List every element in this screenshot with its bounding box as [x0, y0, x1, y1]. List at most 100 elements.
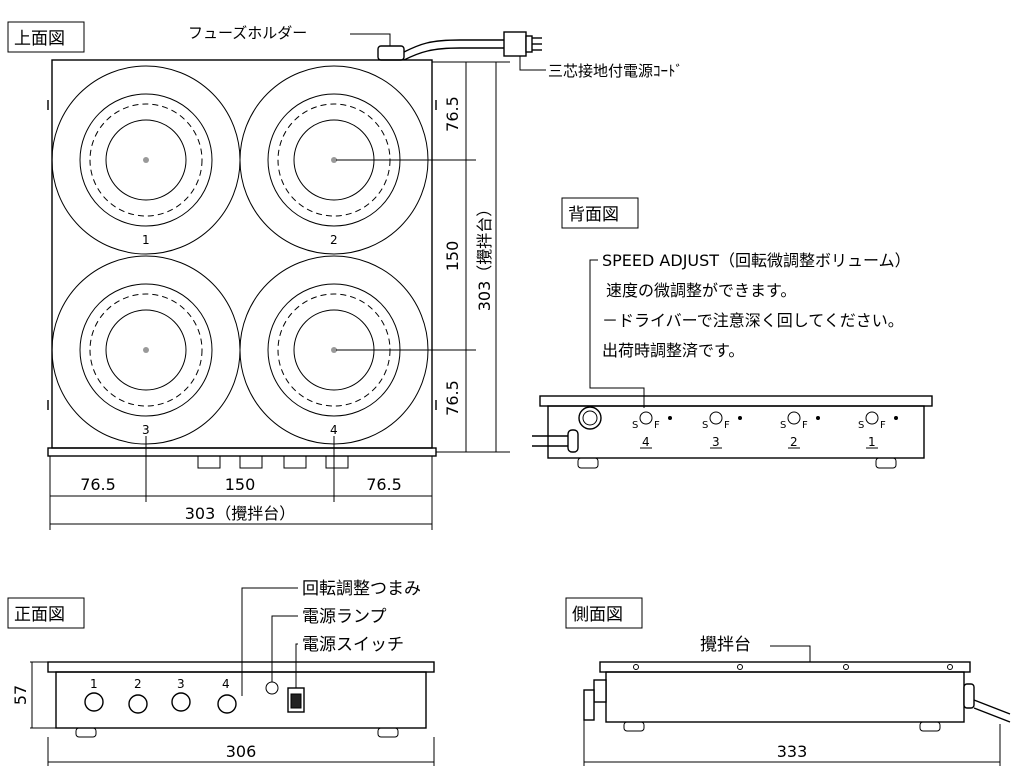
front-dim-height: 57 — [11, 685, 30, 705]
front-dim-width: 306 — [226, 742, 257, 761]
side-view-title-box — [565, 597, 643, 629]
power-cord-lower — [403, 47, 504, 61]
knob-stub — [239, 455, 263, 469]
knob-number-1: 1 — [90, 677, 98, 691]
power-lamp — [265, 681, 279, 695]
dim-left-offset: 76.5 — [80, 475, 116, 494]
front-top-plate — [47, 661, 435, 673]
dim-pitch-horizontal: 150 — [225, 475, 256, 494]
speed-trimmer-3: S F 3 — [702, 411, 742, 449]
speed-adjust-note-3: 出荷時調整済です。 — [602, 341, 744, 360]
top-view: 上面図 フューズホルダー 三芯接地付電源ｺｰﾄﾞ — [7, 21, 683, 530]
channel-label: 2 — [790, 435, 798, 449]
dim-pitch-vertical: 150 — [443, 241, 462, 272]
power-cord-label: 三芯接地付電源ｺｰﾄﾞ — [548, 62, 683, 80]
front-foot — [377, 727, 399, 738]
svg-text:F: F — [802, 420, 808, 431]
side-screw — [843, 664, 849, 670]
speed-adjust-leader — [589, 259, 645, 408]
stir-position-1 — [51, 65, 241, 255]
rear-cord-bushing — [567, 429, 579, 453]
power-lamp-leader — [271, 615, 298, 682]
speed-adjust-note-1: 速度の微調整ができます。 — [606, 281, 796, 300]
side-top-plate — [599, 661, 971, 673]
power-plug-body — [503, 31, 527, 57]
side-rear-bushing — [963, 683, 975, 709]
speed-knob-leader — [241, 587, 298, 696]
side-front-knob-stem — [583, 689, 595, 721]
knob-stub — [325, 455, 349, 469]
rear-body — [547, 405, 925, 459]
front-body — [55, 671, 427, 729]
front-view-title-box — [7, 597, 85, 629]
side-body — [605, 671, 965, 723]
side-foot — [919, 721, 941, 732]
rear-view-title-box — [561, 197, 639, 229]
rear-view-title: 背面図 — [568, 205, 619, 225]
top-view-title-box — [7, 21, 85, 53]
rear-fuse-holder — [578, 406, 602, 430]
speed-trimmer-2: S F 2 — [780, 411, 820, 449]
power-switch-rocker — [290, 693, 302, 709]
dim-top-offset: 76.5 — [443, 96, 462, 132]
dim-right-offset: 76.5 — [366, 475, 402, 494]
svg-text:F: F — [724, 420, 730, 431]
speed-knob-3 — [171, 692, 191, 712]
side-foot — [623, 721, 645, 732]
svg-text:S: S — [858, 420, 864, 431]
side-rear-cord — [973, 699, 1011, 715]
front-view: 正面図 回転調整つまみ 電源ランプ 電源スイッチ 1 2 3 4 57 306 — [7, 579, 435, 766]
side-screw — [737, 664, 743, 670]
rear-foot — [577, 457, 599, 469]
side-screw — [947, 664, 953, 670]
side-rear-cord — [973, 707, 1011, 723]
side-dim-length: 333 — [777, 742, 808, 761]
dim-bottom-offset: 76.5 — [443, 380, 462, 416]
dim-depth: 303（攪拌台） — [475, 201, 494, 312]
speed-knob-1 — [84, 692, 104, 712]
power-switch-label: 電源スイッチ — [302, 635, 404, 655]
svg-text:S: S — [632, 420, 638, 431]
speed-knob-4 — [217, 694, 237, 714]
speed-trimmer-1: S F 1 — [858, 411, 898, 449]
position-number-2: 2 — [330, 233, 338, 247]
dim-width: 303（攪拌台） — [185, 504, 296, 523]
rear-foot — [875, 457, 897, 469]
power-cord-leader — [519, 56, 546, 71]
side-screw — [633, 664, 639, 670]
knob-stub — [283, 455, 307, 469]
svg-text:F: F — [654, 420, 660, 431]
speed-adjust-note-2: －ドライバーで注意深く回してください。 — [602, 311, 904, 330]
fuse-holder-leader — [350, 33, 391, 46]
position-number-3: 3 — [142, 423, 150, 437]
knob-stub — [197, 455, 221, 469]
stir-position-3 — [51, 255, 241, 445]
side-front-knob — [593, 679, 607, 703]
speed-knob-label: 回転調整つまみ — [302, 579, 421, 599]
rear-top-plate — [539, 395, 933, 407]
svg-text:F: F — [880, 420, 886, 431]
position-number-1: 1 — [142, 233, 150, 247]
svg-text:S: S — [780, 420, 786, 431]
channel-label: 1 — [868, 435, 876, 449]
power-cord-upper — [403, 39, 504, 53]
front-foot — [75, 727, 97, 738]
platform-leader — [770, 645, 811, 662]
knob-number-2: 2 — [134, 677, 142, 691]
top-plate-front-edge — [47, 447, 437, 457]
rear-fuse-holder-inner — [582, 410, 598, 426]
fuse-holder-label: フューズホルダー — [188, 24, 307, 42]
power-switch-leader — [295, 643, 298, 688]
channel-label: 3 — [712, 435, 720, 449]
side-view: 側面図 攪拌台 333 — [565, 597, 1011, 766]
front-view-title: 正面図 — [14, 605, 65, 625]
knob-number-4: 4 — [222, 677, 230, 691]
power-lamp-label: 電源ランプ — [302, 607, 387, 627]
platform-label: 攪拌台 — [700, 635, 751, 655]
top-view-title: 上面図 — [14, 29, 65, 49]
channel-label: 4 — [642, 435, 650, 449]
rear-view: 背面図 SPEED ADJUST（回転微調整ボリューム） 速度の微調整ができます… — [532, 197, 933, 469]
knob-number-3: 3 — [177, 677, 185, 691]
power-switch — [287, 687, 305, 713]
speed-trimmer-4: S F 4 — [632, 411, 672, 449]
